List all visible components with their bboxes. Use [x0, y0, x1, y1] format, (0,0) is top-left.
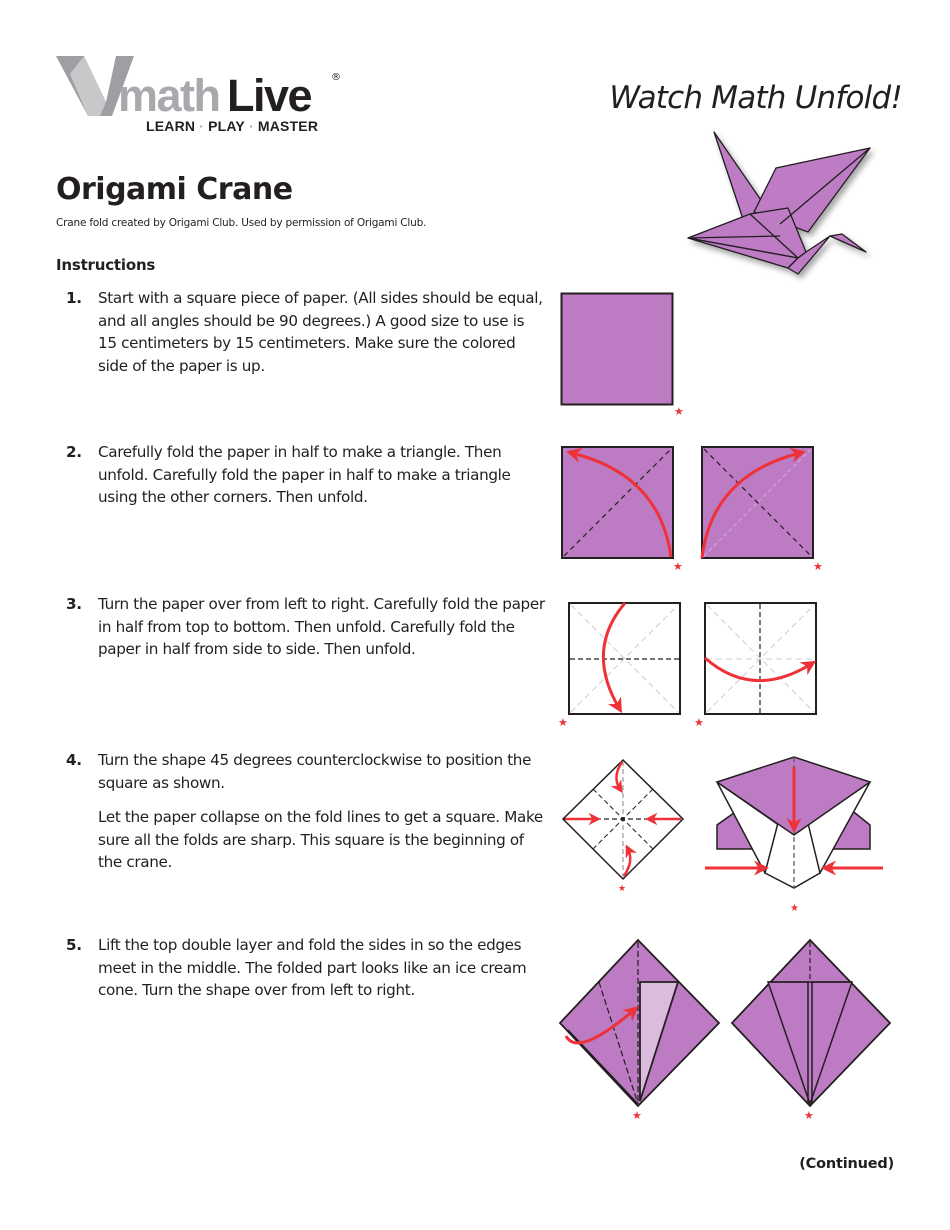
page-title: Origami Crane	[56, 172, 293, 207]
step2-left-illustration: ★	[561, 446, 683, 573]
step-text: Turn the paper over from left to right. …	[98, 595, 545, 658]
step-number: 4.	[66, 751, 82, 769]
star-marker-icon: ★	[673, 560, 683, 573]
star-marker-icon: ★	[694, 716, 704, 729]
continued-note: (Continued)	[799, 1156, 894, 1172]
logo-tagline: LEARN·PLAY·MASTER	[146, 118, 318, 134]
step2-right-illustration: ★	[700, 446, 823, 573]
star-marker-icon: ★	[804, 1109, 814, 1122]
star-marker-icon: ★	[632, 1109, 642, 1122]
logo-math-text: math	[118, 70, 221, 121]
step-number: 1.	[66, 289, 82, 307]
step-text: Carefully fold the paper in half to make…	[98, 443, 511, 506]
star-marker-icon: ★	[790, 903, 799, 914]
tagline-separator: ·	[248, 118, 254, 134]
step4-square-base-illustration: ★	[705, 756, 883, 914]
vmathlive-logo: math Live ® LEARN·PLAY·MASTER	[56, 52, 356, 138]
step-text: Let the paper collapse on the fold lines…	[98, 808, 543, 871]
step-text: Turn the shape 45 degrees counterclockwi…	[98, 751, 532, 792]
step-2: 2. Carefully fold the paper in half to m…	[66, 441, 546, 509]
v-logo-icon	[56, 56, 134, 116]
tagline-master: MASTER	[257, 118, 319, 134]
step5-kite-complete-illustration: ★	[730, 938, 892, 1122]
step-text: Start with a square piece of paper. (All…	[98, 289, 543, 375]
origami-crane-icon	[687, 131, 871, 275]
star-marker-icon: ★	[558, 716, 568, 729]
step5-kite-in-progress-illustration: ★	[558, 938, 721, 1122]
tagline-learn: LEARN	[146, 118, 196, 134]
tagline-play: PLAY	[208, 118, 245, 134]
credit-line: Crane fold created by Origami Club. Used…	[56, 217, 427, 229]
instructions-heading: Instructions	[56, 256, 156, 274]
step-text: Lift the top double layer and fold the s…	[98, 936, 527, 999]
star-marker-icon: ★	[813, 560, 823, 573]
registered-mark: ®	[331, 72, 341, 83]
step-4: 4. Turn the shape 45 degrees countercloc…	[66, 749, 546, 874]
step-number: 2.	[66, 443, 82, 461]
step-number: 5.	[66, 936, 82, 954]
logo-live-text: Live	[227, 70, 313, 121]
step-5: 5. Lift the top double layer and fold th…	[66, 934, 546, 1002]
step-number: 3.	[66, 595, 82, 613]
tagline-separator: ·	[199, 118, 205, 134]
step3-right-illustration: ★	[694, 602, 817, 729]
step-1: 1. Start with a square piece of paper. (…	[66, 287, 546, 377]
star-marker-icon: ★	[618, 884, 626, 894]
step-3: 3. Turn the paper over from left to righ…	[66, 593, 546, 661]
slogan: Watch Math Unfold!	[609, 80, 902, 116]
step3-left-illustration: ★	[558, 602, 681, 729]
step4-rotated-square-illustration: ★	[561, 758, 685, 894]
step1-square-illustration: ★	[560, 292, 684, 418]
star-marker-icon: ★	[674, 405, 684, 418]
